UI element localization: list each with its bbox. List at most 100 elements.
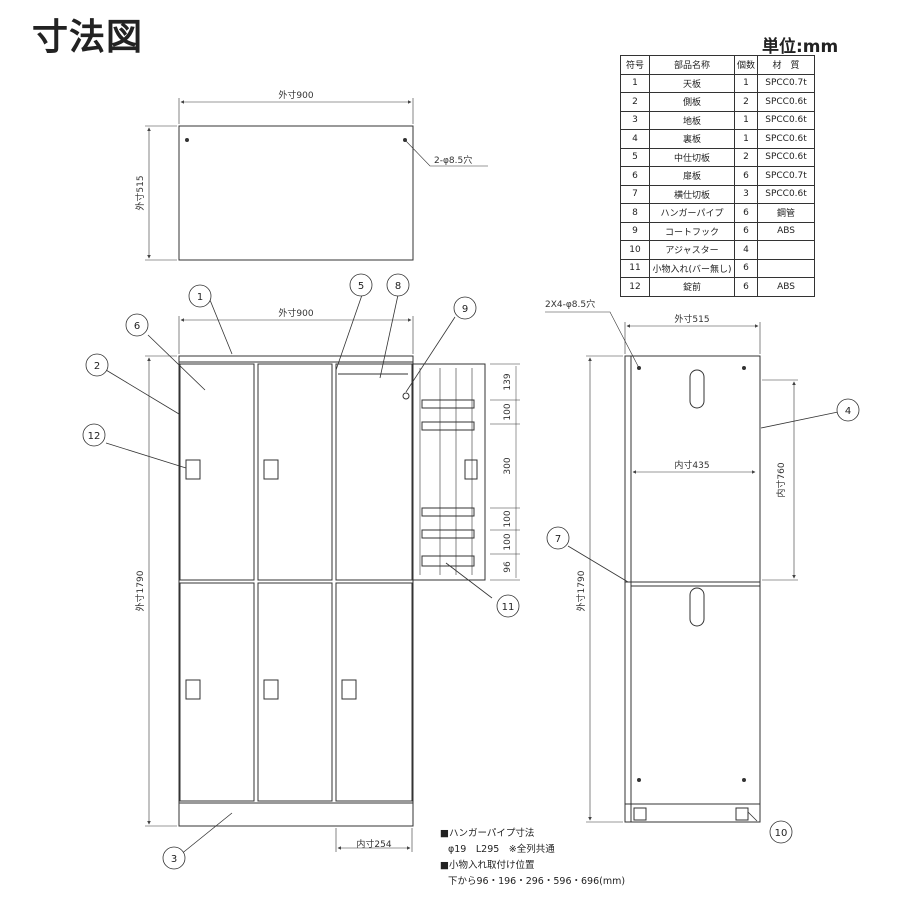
door-lower-mid bbox=[257, 582, 333, 802]
callouts bbox=[82, 273, 860, 870]
cell-material: SPCC0.6t bbox=[757, 110, 816, 130]
cell-qty: 6 bbox=[733, 203, 759, 223]
top-holes-label: 2-φ8.5穴 bbox=[434, 154, 472, 166]
shelf-100a-label: 100 bbox=[503, 403, 513, 420]
top-depth-label: 外寸515 bbox=[134, 175, 146, 210]
hanger-note-title: ■ハンガーパイプ寸法 bbox=[440, 828, 535, 839]
side-width-label: 外寸515 bbox=[674, 313, 709, 325]
cabinet-body bbox=[178, 355, 414, 827]
lock-icon bbox=[341, 679, 357, 700]
cell-name: 天板 bbox=[649, 73, 735, 93]
cell-material: ABS bbox=[757, 221, 816, 241]
cell-code: 9 bbox=[620, 221, 650, 241]
lock-icon bbox=[464, 459, 478, 480]
cell-qty: 4 bbox=[733, 240, 759, 260]
top-view bbox=[145, 98, 488, 261]
cell-qty: 6 bbox=[733, 221, 759, 241]
cell-name: 横仕切板 bbox=[649, 184, 735, 204]
front-view bbox=[145, 316, 520, 852]
callout-1: 1 bbox=[197, 292, 203, 303]
cell-material: SPCC0.6t bbox=[757, 147, 816, 167]
hanger-note-spec: φ19 L295 ※全列共通 bbox=[448, 844, 555, 855]
cell-code: 10 bbox=[620, 240, 650, 260]
callout-3: 3 bbox=[171, 854, 177, 865]
cell-name: 小物入れ(バー無し) bbox=[649, 258, 735, 278]
tray bbox=[421, 507, 475, 517]
cell-material bbox=[757, 240, 816, 260]
tray-note-title: ■小物入れ取付け位置 bbox=[440, 860, 535, 871]
cell-code: 3 bbox=[620, 110, 650, 130]
cell-material: SPCC0.6t bbox=[757, 129, 816, 149]
tray bbox=[421, 555, 475, 567]
side-panel bbox=[624, 355, 761, 823]
lock-icon bbox=[263, 459, 279, 480]
tray-note-positions: 下から96・196・296・596・696(mm) bbox=[448, 876, 626, 887]
compartment-upper-right bbox=[335, 363, 413, 581]
lock-icon bbox=[689, 587, 705, 627]
side-height-label: 外寸1790 bbox=[575, 570, 587, 611]
adjuster bbox=[633, 807, 647, 821]
header-material: 材 質 bbox=[757, 55, 816, 75]
top-width-label: 外寸900 bbox=[278, 89, 313, 101]
tray bbox=[421, 399, 475, 409]
callout-4: 4 bbox=[845, 406, 851, 417]
lock-icon bbox=[689, 369, 705, 409]
cell-material: SPCC0.6t bbox=[757, 92, 816, 112]
cell-material: SPCC0.6t bbox=[757, 184, 816, 204]
cell-name: 裏板 bbox=[649, 129, 735, 149]
cell-code: 12 bbox=[620, 277, 650, 297]
callout-11: 11 bbox=[502, 602, 515, 613]
header-qty: 個数 bbox=[733, 55, 759, 75]
cell-material: ABS bbox=[757, 277, 816, 297]
side-view bbox=[545, 311, 798, 823]
side-inner-width-label: 内寸435 bbox=[674, 459, 709, 471]
shelf-300-label: 300 bbox=[503, 457, 513, 474]
callout-7: 7 bbox=[555, 534, 561, 545]
cell-qty: 2 bbox=[733, 92, 759, 112]
callout-5: 5 bbox=[358, 281, 364, 292]
cell-qty: 1 bbox=[733, 110, 759, 130]
cell-qty: 1 bbox=[733, 73, 759, 93]
cell-material: 鋼管 bbox=[757, 203, 816, 223]
cell-qty: 6 bbox=[733, 277, 759, 297]
cell-material: SPCC0.7t bbox=[757, 166, 816, 186]
callout-6: 6 bbox=[134, 321, 140, 332]
cell-qty: 6 bbox=[733, 258, 759, 278]
shelf-96-label: 96 bbox=[503, 561, 513, 573]
cell-code: 4 bbox=[620, 129, 650, 149]
notes: ■ハンガーパイプ寸法 φ19 L295 ※全列共通 ■小物入れ取付け位置 下から… bbox=[440, 826, 625, 890]
header-code: 符号 bbox=[620, 55, 650, 75]
lock-icon bbox=[185, 679, 201, 700]
side-holes-label: 2X4-φ8.5穴 bbox=[545, 298, 595, 310]
header-name: 部品名称 bbox=[649, 55, 735, 75]
tray bbox=[421, 529, 475, 539]
top-hole-left bbox=[185, 138, 189, 142]
cell-name: アジャスター bbox=[649, 240, 735, 260]
cell-material bbox=[757, 258, 816, 278]
tray bbox=[421, 421, 475, 431]
callout-8: 8 bbox=[395, 281, 401, 292]
cell-code: 1 bbox=[620, 73, 650, 93]
shelf-100b-label: 100 bbox=[503, 510, 513, 527]
cell-name: 扉板 bbox=[649, 166, 735, 186]
door-lower-right bbox=[335, 582, 413, 802]
coat-hook bbox=[402, 392, 410, 400]
cell-qty: 3 bbox=[733, 184, 759, 204]
cell-code: 8 bbox=[620, 203, 650, 223]
front-width-label: 外寸900 bbox=[278, 307, 313, 319]
cell-material: SPCC0.7t bbox=[757, 73, 816, 93]
front-height-label: 外寸1790 bbox=[134, 570, 146, 611]
callout-12: 12 bbox=[88, 431, 101, 442]
door-upper-mid bbox=[257, 363, 333, 581]
open-door bbox=[412, 363, 486, 581]
shelf-100c-label: 100 bbox=[503, 533, 513, 550]
